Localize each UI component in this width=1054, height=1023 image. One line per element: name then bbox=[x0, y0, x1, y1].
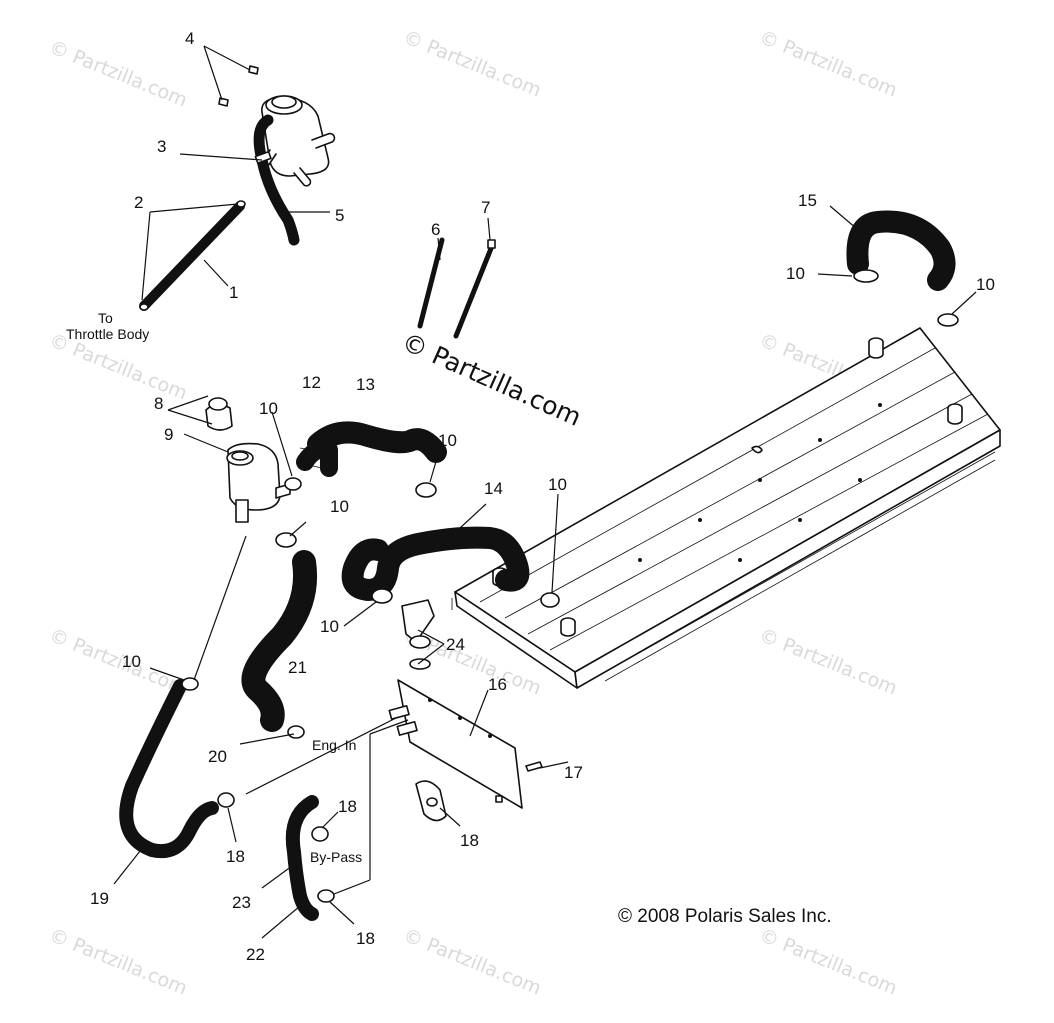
hose-clamps bbox=[181, 269, 959, 903]
watermark-text: © Partzilla.com bbox=[756, 924, 900, 999]
mounting-plate-15 bbox=[388, 679, 543, 822]
callout-18: 18 bbox=[226, 847, 245, 866]
callout-1: 1 bbox=[229, 283, 238, 302]
note-throttle-body: Throttle Body bbox=[66, 326, 149, 342]
hoses bbox=[119, 210, 956, 921]
callout-18: 18 bbox=[338, 797, 357, 816]
callout-3: 3 bbox=[157, 137, 166, 156]
callout-6: 6 bbox=[431, 220, 440, 239]
callout-10: 10 bbox=[330, 497, 349, 516]
watermark-text: © Partzilla.com bbox=[46, 36, 190, 111]
callout-14: 15 bbox=[798, 191, 817, 210]
note-eng-in: Eng. In bbox=[312, 737, 356, 753]
callout-10: 10 bbox=[786, 264, 805, 283]
callout-13: 14 bbox=[484, 479, 503, 498]
callout-9: 9 bbox=[164, 425, 173, 444]
watermark-center: © Partzilla.com bbox=[398, 327, 586, 432]
callout-11: 12 bbox=[302, 373, 321, 392]
callout-20: 19 bbox=[90, 889, 109, 908]
copyright-notice: © 2008 Polaris Sales Inc. bbox=[618, 906, 832, 927]
callout-19: 22 bbox=[246, 945, 265, 964]
callout-16: 17 bbox=[564, 763, 583, 782]
coolant-reservoir-top bbox=[139, 65, 496, 339]
note-to: To bbox=[98, 310, 113, 326]
callout-10: 10 bbox=[122, 652, 141, 671]
callout-24: 23 bbox=[232, 893, 251, 912]
thermostat-housing bbox=[401, 599, 435, 670]
callout-10: 10 bbox=[320, 617, 339, 636]
watermark-text: © Partzilla.com bbox=[400, 26, 544, 101]
callout-10: 10 bbox=[259, 399, 278, 418]
callout-18: 18 bbox=[356, 929, 375, 948]
callout-12: 13 bbox=[356, 375, 375, 394]
watermark-text: © Partzilla.com bbox=[756, 624, 900, 699]
watermark-text: © Partzilla.com bbox=[400, 924, 544, 999]
callout-10: 10 bbox=[976, 275, 995, 294]
callout-4: 4 bbox=[185, 29, 194, 48]
callout-10: 10 bbox=[548, 475, 567, 494]
watermark-text: © Partzilla.com bbox=[46, 924, 190, 999]
leader-lines bbox=[113, 45, 977, 939]
callout-23: 24 bbox=[446, 635, 465, 654]
callout-labels: 4 3 2 5 1 To Throttle Body 6 7 8 9 10 12… bbox=[66, 29, 995, 964]
callout-15: 16 bbox=[488, 675, 507, 694]
note-by-pass: By-Pass bbox=[310, 849, 362, 865]
callout-10: 10 bbox=[438, 431, 457, 450]
callout-21: 20 bbox=[208, 747, 227, 766]
callout-8: 8 bbox=[154, 394, 163, 413]
callout-5: 5 bbox=[335, 206, 344, 225]
callout-2: 2 bbox=[134, 193, 143, 212]
watermark-text: © Partzilla.com bbox=[756, 26, 900, 101]
watermark-text: © Partzilla.com bbox=[46, 624, 190, 699]
callout-7: 7 bbox=[481, 198, 490, 217]
callout-22: 21 bbox=[288, 658, 307, 677]
callout-17: 18 bbox=[460, 831, 479, 850]
